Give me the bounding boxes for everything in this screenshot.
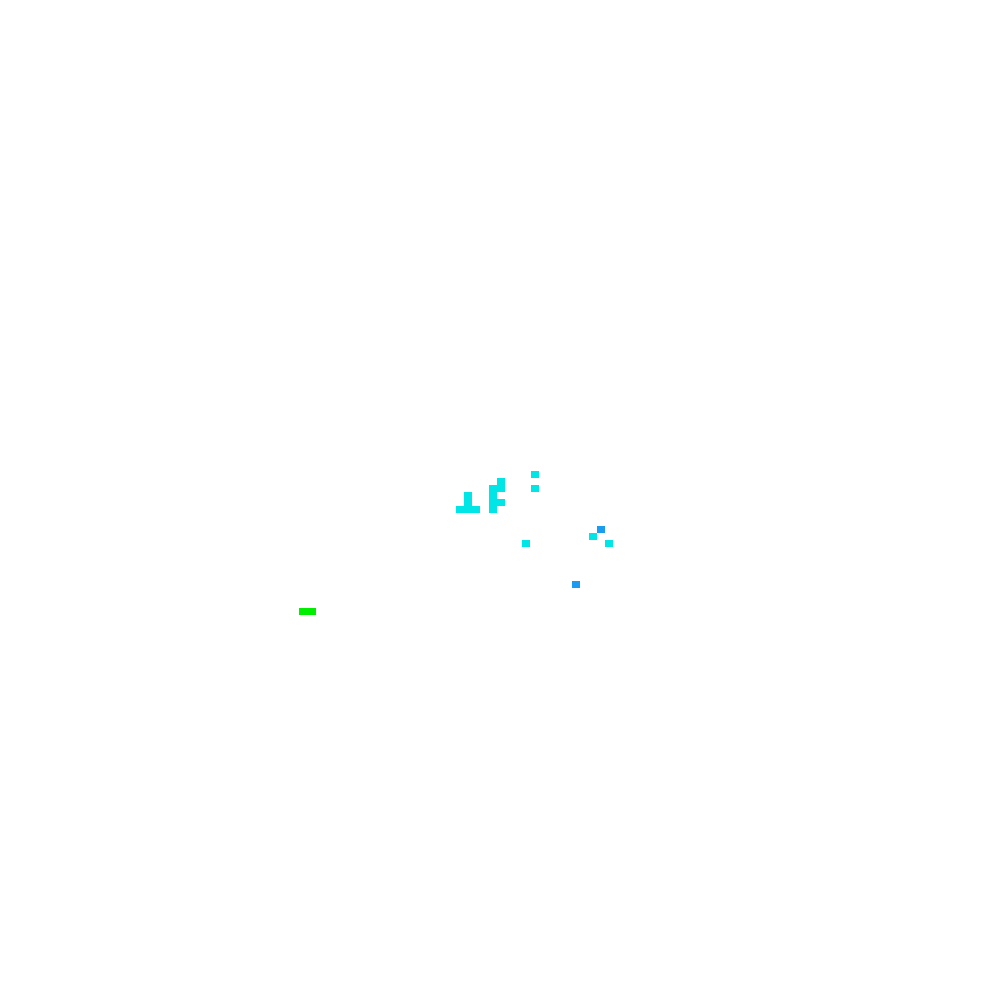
blue-pixel <box>572 581 580 588</box>
cyan-pixel <box>464 506 472 513</box>
cyan-pixel <box>497 499 505 506</box>
cyan-pixel <box>531 471 539 478</box>
green-pixel <box>299 608 316 615</box>
cyan-pixel <box>589 533 597 540</box>
cyan-pixel <box>497 485 505 492</box>
cyan-pixel <box>605 540 613 547</box>
cyan-pixel <box>489 485 497 492</box>
cyan-pixel <box>489 499 497 506</box>
cyan-pixel <box>522 540 530 547</box>
cyan-pixel <box>472 506 480 513</box>
cyan-pixel <box>531 485 539 492</box>
blue-pixel <box>597 526 605 533</box>
cyan-pixel <box>464 499 472 506</box>
cyan-pixel <box>456 506 464 513</box>
cyan-pixel <box>464 492 472 499</box>
cyan-pixel <box>489 492 497 499</box>
cyan-pixel <box>489 506 497 513</box>
cyan-pixel <box>497 478 505 485</box>
